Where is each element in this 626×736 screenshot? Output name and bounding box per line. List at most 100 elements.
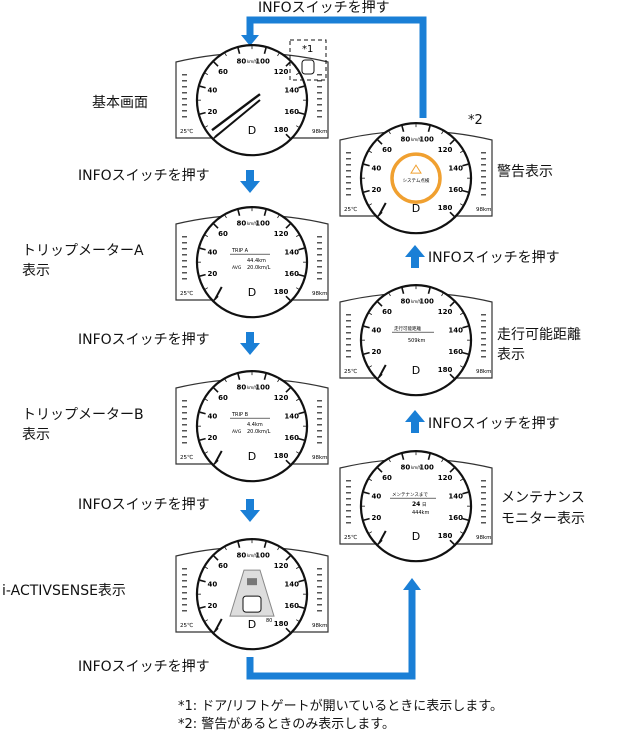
speed-tick xyxy=(377,301,383,307)
speed-tick xyxy=(298,111,305,115)
fuel-tick xyxy=(346,516,351,518)
speed-tick xyxy=(460,531,464,534)
temp-tick xyxy=(317,598,322,600)
top-arrow-label: INFOスイッチを押す xyxy=(258,0,390,16)
maintenance-title: メンテナンスまで xyxy=(392,492,428,498)
needle xyxy=(378,202,387,216)
speed-tick xyxy=(401,125,405,132)
speed-tick xyxy=(377,139,383,145)
speed-tick xyxy=(296,125,300,128)
speed-tick-label: 100 xyxy=(255,552,270,560)
iactiv-speed: 80 xyxy=(266,618,272,624)
speed-tick xyxy=(298,85,305,89)
temp-tick xyxy=(317,86,322,88)
temp-tick xyxy=(481,486,486,488)
speed-tick-label: 100 xyxy=(255,384,270,392)
trip-a-title: TRIP A xyxy=(231,248,249,254)
trip-b-avg-label: AVG xyxy=(232,429,242,435)
temp-tick xyxy=(317,586,322,588)
speed-tick-label: 160 xyxy=(284,602,299,610)
speed-tick xyxy=(449,467,455,473)
speed-tick xyxy=(296,451,300,454)
temp-tick xyxy=(317,580,322,582)
speed-tick xyxy=(298,605,305,609)
speed-tick-label: 120 xyxy=(438,474,453,482)
temp-tick xyxy=(317,592,322,594)
speed-dial xyxy=(195,206,309,319)
temp-tick xyxy=(481,338,486,340)
temp-tick xyxy=(481,332,486,334)
speed-tick xyxy=(213,61,219,67)
fuel-tick xyxy=(182,592,187,594)
warning-label: 警告表示 xyxy=(497,164,553,180)
top-loop-arrowhead xyxy=(241,35,259,46)
speed-tick xyxy=(449,301,455,307)
temp-tick xyxy=(481,320,486,322)
speed-tick xyxy=(363,351,370,355)
fuel-tick xyxy=(346,356,351,358)
speed-tick-label: 140 xyxy=(448,165,463,173)
speed-tick-label: 140 xyxy=(448,493,463,501)
speed-tick-label: 80 xyxy=(237,220,247,228)
fuel-tick xyxy=(182,242,187,244)
speed-tick-label: 60 xyxy=(218,562,228,570)
speed-tick xyxy=(285,295,291,301)
speed-tick-label: 180 xyxy=(438,366,453,374)
speed-tick-label: 160 xyxy=(448,186,463,194)
fuel-tick xyxy=(346,338,351,340)
temp-tick xyxy=(481,176,486,178)
fuel-tick xyxy=(182,604,187,606)
speed-tick xyxy=(204,287,208,290)
fuel-tick xyxy=(182,254,187,256)
fuel-tick xyxy=(346,170,351,172)
fuel-tick xyxy=(346,498,351,500)
gear-indicator: D xyxy=(412,530,420,543)
fuel-tick xyxy=(346,344,351,346)
speed-tick-label: 20 xyxy=(207,602,217,610)
speed-tick xyxy=(368,150,372,153)
top-loop-arrow xyxy=(246,16,427,118)
odometer: 98km xyxy=(312,129,328,135)
trip-a-avg-label: AVG xyxy=(232,265,242,271)
speed-tick xyxy=(449,211,455,217)
own-car-icon xyxy=(242,595,262,613)
gear-indicator: D xyxy=(412,202,420,215)
speed-tick-label: 40 xyxy=(207,581,217,589)
speed-tick-label: 40 xyxy=(207,413,217,421)
temp-tick xyxy=(317,604,322,606)
fuel-tick xyxy=(182,412,187,414)
speed-tick-label: 80 xyxy=(401,298,411,306)
fuel-tick xyxy=(346,522,351,524)
speed-tick xyxy=(441,293,444,297)
range-value: 509km xyxy=(408,338,425,344)
speed-tick xyxy=(199,411,206,415)
speed-tick xyxy=(298,411,305,415)
fuel-tick xyxy=(346,320,351,322)
door-car-icon xyxy=(301,59,315,75)
speed-tick xyxy=(441,459,444,463)
speed-tick xyxy=(213,223,219,229)
speed-tick xyxy=(298,273,305,277)
needle xyxy=(214,99,261,138)
speed-tick xyxy=(263,209,267,216)
trip-a-avg: 20.0km/L xyxy=(247,265,271,271)
speed-unit: km/h xyxy=(247,221,258,226)
warning-ring xyxy=(390,152,442,204)
bottom-loop-arrowhead xyxy=(403,578,421,590)
fuel-tick xyxy=(346,486,351,488)
temp-tick xyxy=(481,480,486,482)
temp-tick xyxy=(317,412,322,414)
fuel-tick xyxy=(182,104,187,106)
needle xyxy=(214,450,223,464)
warning-marker: *2 xyxy=(468,113,483,128)
arrow-label-3: INFOスイッチを押す xyxy=(78,497,210,513)
speed-tick-label: 180 xyxy=(438,532,453,540)
speed-tick xyxy=(213,387,219,393)
fuel-tick xyxy=(182,248,187,250)
fuel-tick xyxy=(346,332,351,334)
speed-tick-label: 60 xyxy=(382,474,392,482)
temp-tick xyxy=(317,242,322,244)
